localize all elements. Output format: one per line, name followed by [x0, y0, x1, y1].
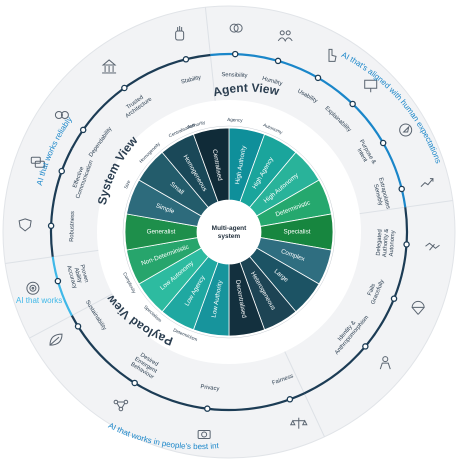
person-icon: [379, 356, 391, 370]
arc-works-reliably-2: [49, 147, 73, 257]
principle-dot: [79, 126, 87, 134]
center-hub: [197, 200, 261, 264]
principle-dot: [286, 396, 294, 403]
principle-label-line: Robustness: [69, 211, 76, 242]
principle-dot: [231, 50, 239, 58]
principle-robustness: Robustness: [18, 211, 76, 242]
principle-dot: [54, 277, 62, 285]
segment-label-specialist: Specialist: [284, 229, 311, 236]
principle-label-line: Sensibility: [221, 72, 247, 79]
principle-dot: [74, 323, 82, 330]
arc-aligned-dark: [303, 207, 409, 395]
principle-dot: [349, 100, 356, 108]
arc-works: [51, 256, 73, 317]
target-icon: [26, 281, 40, 295]
network-icon: [113, 399, 129, 412]
presentation-icon: [364, 79, 378, 93]
principle-dot: [47, 222, 55, 230]
link-icon: [54, 110, 69, 119]
principle-dot: [362, 343, 369, 350]
dimension-size: Size: [123, 179, 131, 190]
trend-arrow-icon: [420, 178, 434, 188]
principle-label: Humility: [261, 76, 283, 87]
sector-divider: [359, 200, 453, 215]
principle-dot: [182, 56, 190, 63]
dimension-authority: Authority: [187, 119, 206, 129]
principle-dot: [131, 379, 138, 387]
principle-label: Robustness: [69, 211, 76, 242]
principle-dot: [379, 139, 387, 147]
camera-icon: [197, 429, 211, 439]
pointer-hand-icon: [328, 48, 337, 62]
shield-icon: [18, 218, 32, 232]
principle-label-line: Fails: [367, 283, 377, 297]
principle-label-line: Stability: [181, 75, 202, 86]
principle-label-line: Privacy: [200, 384, 220, 392]
arc-aligned-human: [210, 52, 407, 208]
principle-humility: Humility: [261, 30, 293, 87]
group-label-works: AI that works: [16, 296, 62, 305]
principle-label-line: Autonomy: [389, 230, 397, 257]
segment-label-generalist: Generalist: [147, 229, 176, 236]
compass-icon: [399, 123, 413, 137]
principle-stability: Stability: [175, 26, 202, 86]
principle-dot: [58, 167, 65, 175]
center-label-line1: Multi-agent: [212, 225, 247, 232]
arc-best-interests: [70, 315, 305, 412]
principle-label-line: Humility: [261, 76, 283, 87]
principle-label-line: Proven: [78, 264, 89, 283]
outer-ring-border: [2, 5, 456, 459]
hand-stop-icon: [175, 26, 185, 41]
parachute-icon: [411, 300, 425, 315]
principle-dot: [314, 74, 322, 82]
principle-sensibility: Sensibility: [221, 23, 248, 79]
principle-dot: [274, 57, 282, 65]
building-icon: [101, 59, 117, 74]
principle-dot: [398, 185, 405, 193]
brain-icon: [229, 23, 243, 33]
principle-dot: [204, 405, 211, 412]
principle-privacy: Privacy: [197, 384, 220, 439]
leaf-icon: [49, 333, 63, 346]
center-label-line2: system: [218, 233, 241, 240]
scales-icon: [289, 417, 308, 429]
chat-icon: [30, 156, 45, 168]
principle-label-line: Ability: [73, 267, 83, 284]
principle-dot: [390, 295, 398, 302]
principle-dot: [403, 241, 410, 248]
people-icon: [277, 30, 293, 43]
principle-label: Privacy: [200, 384, 220, 392]
handshake-icon: [425, 242, 440, 251]
principle-label: Stability: [181, 75, 202, 86]
principle-label: Sensibility: [221, 72, 247, 79]
principle-label-line: Authority &: [382, 229, 390, 258]
principle-dot: [121, 84, 128, 92]
principle-label-line: Sensibly: [372, 184, 383, 207]
dimension-ring: [122, 125, 336, 339]
principle-label-line: Delegated: [376, 229, 384, 256]
dimension-agency: Agency: [227, 117, 243, 123]
